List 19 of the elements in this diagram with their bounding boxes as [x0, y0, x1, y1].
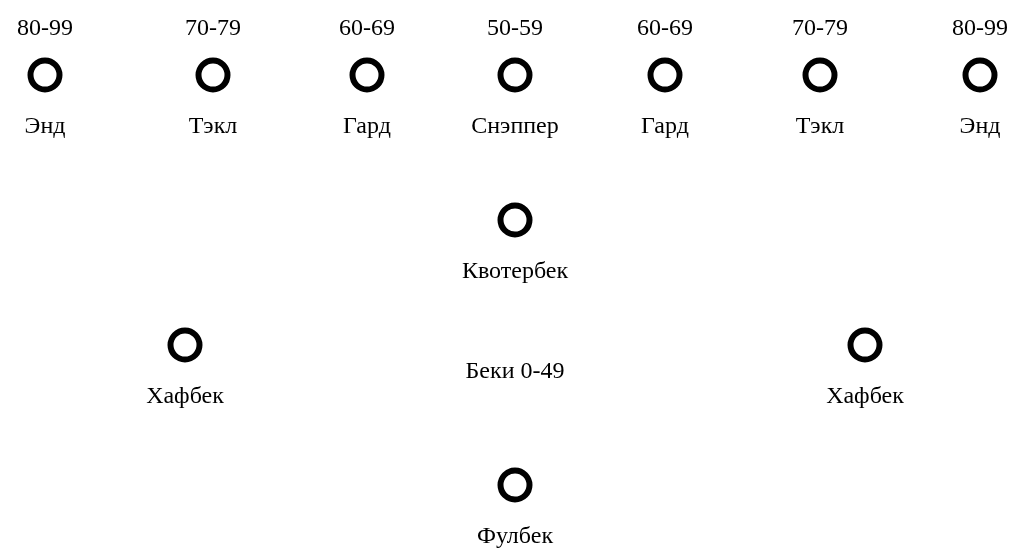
position-label: Энд [959, 111, 1001, 140]
number-range-label: 80-99 [17, 13, 73, 42]
position-label: Гард [641, 111, 689, 140]
position-label: Гард [343, 111, 391, 140]
position-label: Хафбек [146, 381, 224, 410]
number-range-label: 80-99 [952, 13, 1008, 42]
note-label: Беки 0-49 [465, 356, 565, 385]
position-label: Хафбек [826, 381, 904, 410]
number-range-label: 70-79 [792, 13, 848, 42]
position-label: Энд [24, 111, 66, 140]
position-label: Тэкл [188, 111, 238, 140]
position-label: Фулбек [476, 521, 554, 550]
number-range-label: 70-79 [185, 13, 241, 42]
number-range-label: 60-69 [339, 13, 395, 42]
position-label: Квотербек [461, 256, 569, 285]
number-range-label: 60-69 [637, 13, 693, 42]
position-label: Тэкл [795, 111, 845, 140]
number-range-label: 50-59 [487, 13, 543, 42]
position-label: Снэппер [471, 111, 559, 140]
